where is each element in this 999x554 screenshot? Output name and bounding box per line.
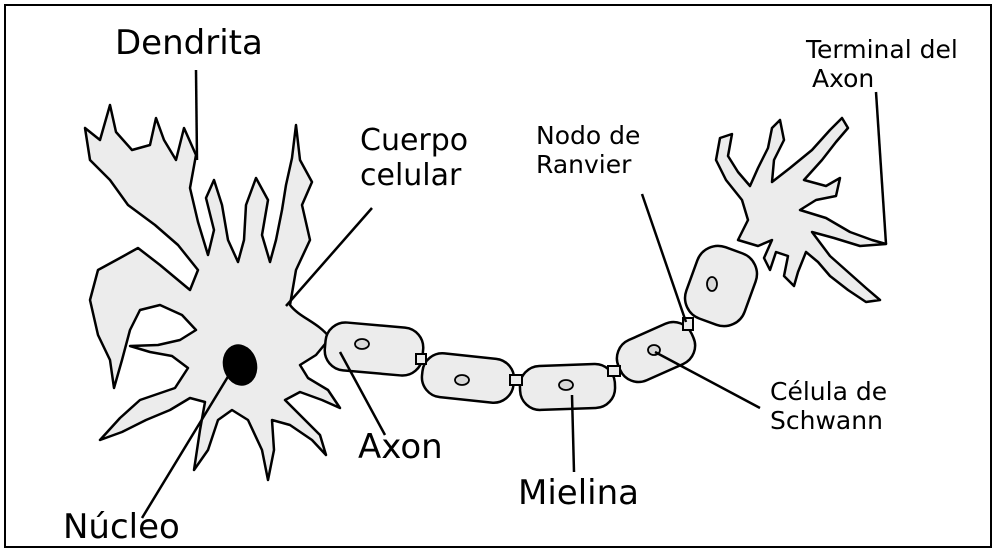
label-schwann-line1: Célula de xyxy=(770,378,887,407)
label-cuerpo-line1: Cuerpo xyxy=(360,124,468,159)
label-terminal-line2: Axon xyxy=(806,65,958,94)
leader-schwann xyxy=(655,352,760,408)
label-nodo-ranvier: Nodo de Ranvier xyxy=(536,122,640,180)
leader-ranvier xyxy=(642,194,686,322)
label-schwann-line2: Schwann xyxy=(770,407,887,436)
cell-body xyxy=(85,105,340,480)
label-nucleo: Núcleo xyxy=(63,508,180,547)
label-terminal-line1: Terminal del xyxy=(806,36,958,65)
label-dendrita: Dendrita xyxy=(115,24,263,63)
label-mielina: Mielina xyxy=(518,474,639,513)
leader-dendrita xyxy=(196,70,197,160)
label-nodo-line1: Nodo de xyxy=(536,122,640,151)
node-3 xyxy=(608,366,620,376)
label-nodo-line2: Ranvier xyxy=(536,151,640,180)
myelin-segment-1 xyxy=(323,321,425,377)
leader-terminal xyxy=(876,92,886,244)
node-1 xyxy=(416,354,426,364)
label-terminal-axon: Terminal del Axon xyxy=(806,36,958,94)
label-celula-schwann: Célula de Schwann xyxy=(770,378,887,436)
node-2 xyxy=(510,375,522,385)
label-cuerpo-celular: Cuerpo celular xyxy=(360,124,468,193)
label-axon: Axon xyxy=(358,428,443,467)
label-cuerpo-line2: celular xyxy=(360,159,468,194)
neuron-body-group xyxy=(85,105,886,480)
